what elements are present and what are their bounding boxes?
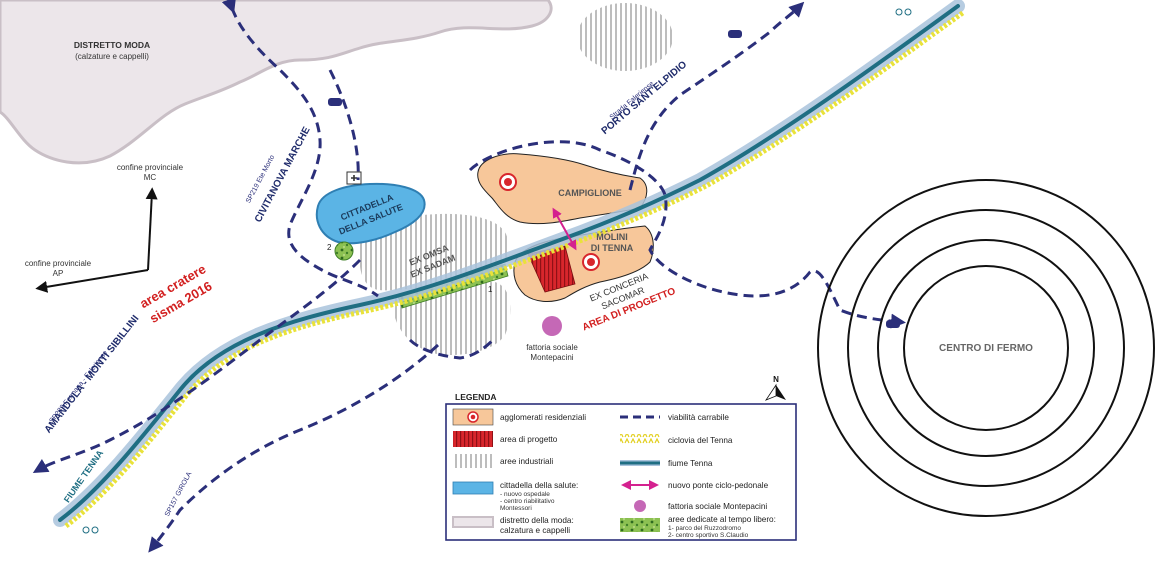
roads xyxy=(32,0,906,553)
leisure-marker-2: 2 xyxy=(327,243,332,252)
road-girola xyxy=(148,343,440,553)
bicycle-icon xyxy=(82,526,99,534)
farm-marker xyxy=(542,316,562,336)
legend-frame xyxy=(445,403,797,541)
legend-label: agglomerati residenziali xyxy=(500,413,586,422)
hospital-icon xyxy=(346,171,362,185)
legend-item: fattoria sociale Montepacini xyxy=(634,500,767,512)
legend-item: viabilità carrabile xyxy=(620,413,729,422)
legend-item: agglomerati residenziali xyxy=(452,408,586,426)
fashion-district-subtitle: (calzature e cappelli) xyxy=(75,52,149,61)
legend-label: area di progetto xyxy=(500,435,558,444)
arrow-north-province xyxy=(145,187,158,271)
legend-item: area di progetto xyxy=(453,431,558,447)
road-porto xyxy=(628,1,805,191)
centro-fermo-rings xyxy=(817,179,1155,517)
legend-label: fattoria sociale Montepacini xyxy=(668,502,767,511)
fashion-district-area xyxy=(0,0,553,165)
legend-label: ciclovia del Tenna xyxy=(668,436,733,445)
legend-item: distretto della moda: calzatura e cappel… xyxy=(452,516,574,535)
leisure-sports-center xyxy=(334,241,354,261)
car-icon xyxy=(328,98,342,106)
confine-ap-2: AP xyxy=(53,269,64,278)
legend: LEGENDA agglomerati residenziali area di… xyxy=(445,392,797,541)
legend-sub: calzatura e cappelli xyxy=(500,526,570,535)
confine-mc-1: confine provinciale xyxy=(117,163,184,172)
leisure-marker-1: 1 xyxy=(488,285,493,294)
legend-item: fiume Tenna xyxy=(620,459,713,468)
confine-mc-2: MC xyxy=(144,173,157,182)
road-local-loop xyxy=(468,140,906,329)
legend-sub: - centro riabilitativo xyxy=(500,498,555,505)
road-civitanova xyxy=(221,0,379,298)
legend-label: distretto della moda: xyxy=(500,516,574,525)
legend-sub: 1- parco del Ruzzodromo xyxy=(668,525,741,532)
legend-label: cittadella della salute: xyxy=(500,481,578,490)
farm-label-2: Montepacini xyxy=(530,353,573,362)
pedestrian-bridge xyxy=(552,207,577,251)
legend-label: viabilità carrabile xyxy=(668,413,729,422)
legend-sub: - nuovo ospedale xyxy=(500,491,550,498)
fashion-district-title: DISTRETTO MODA xyxy=(74,40,150,50)
residential-marker xyxy=(582,253,600,271)
residential-marker xyxy=(499,173,517,191)
north-arrow-icon xyxy=(764,383,786,401)
arrow-west-province xyxy=(35,269,149,293)
cycle-path xyxy=(64,9,966,528)
car-icon xyxy=(886,320,900,328)
campiglione-label: CAMPIGLIONE xyxy=(558,188,622,198)
road-industrial-link xyxy=(408,336,497,360)
confine-ap-1: confine provinciale xyxy=(25,259,92,268)
molini-label-2: DI TENNA xyxy=(591,243,634,253)
river-tenna xyxy=(58,4,960,522)
molini-label-1: MOLINI xyxy=(596,232,628,242)
road-civitanova-cross xyxy=(328,69,360,181)
farm-label-1: fattoria sociale xyxy=(526,343,578,352)
legend-sub: Montessori xyxy=(500,505,532,512)
health-citadel-area xyxy=(315,182,426,245)
legend-sub: 2- centro sportivo S.Claudio xyxy=(668,532,749,539)
legend-label: nuovo ponte ciclo-pedonale xyxy=(668,481,769,490)
legend-title: LEGENDA xyxy=(455,392,497,402)
industrial-area-north xyxy=(577,3,673,71)
legend-item: aree industriali xyxy=(453,454,553,468)
legend-item: ciclovia del Tenna xyxy=(620,434,733,445)
centro-fermo-label: CENTRO DI FERMO xyxy=(939,343,1033,354)
bicycle-icon xyxy=(895,8,912,16)
amandola-label: AMANDOLA - MONTI SIBILLINI xyxy=(43,313,142,435)
legend-label: fiume Tenna xyxy=(668,459,713,468)
legend-item: cittadella della salute: - nuovo ospedal… xyxy=(452,481,578,512)
legend-label: aree industriali xyxy=(500,457,553,466)
legend-label: aree dedicate al tempo libero: xyxy=(668,515,776,524)
north-label: N xyxy=(773,375,779,384)
car-icon xyxy=(728,30,742,38)
legend-item: aree dedicate al tempo libero: 1- parco … xyxy=(620,515,776,539)
legend-item: nuovo ponte ciclo-pedonale xyxy=(621,480,769,490)
road-amandola xyxy=(32,258,362,474)
